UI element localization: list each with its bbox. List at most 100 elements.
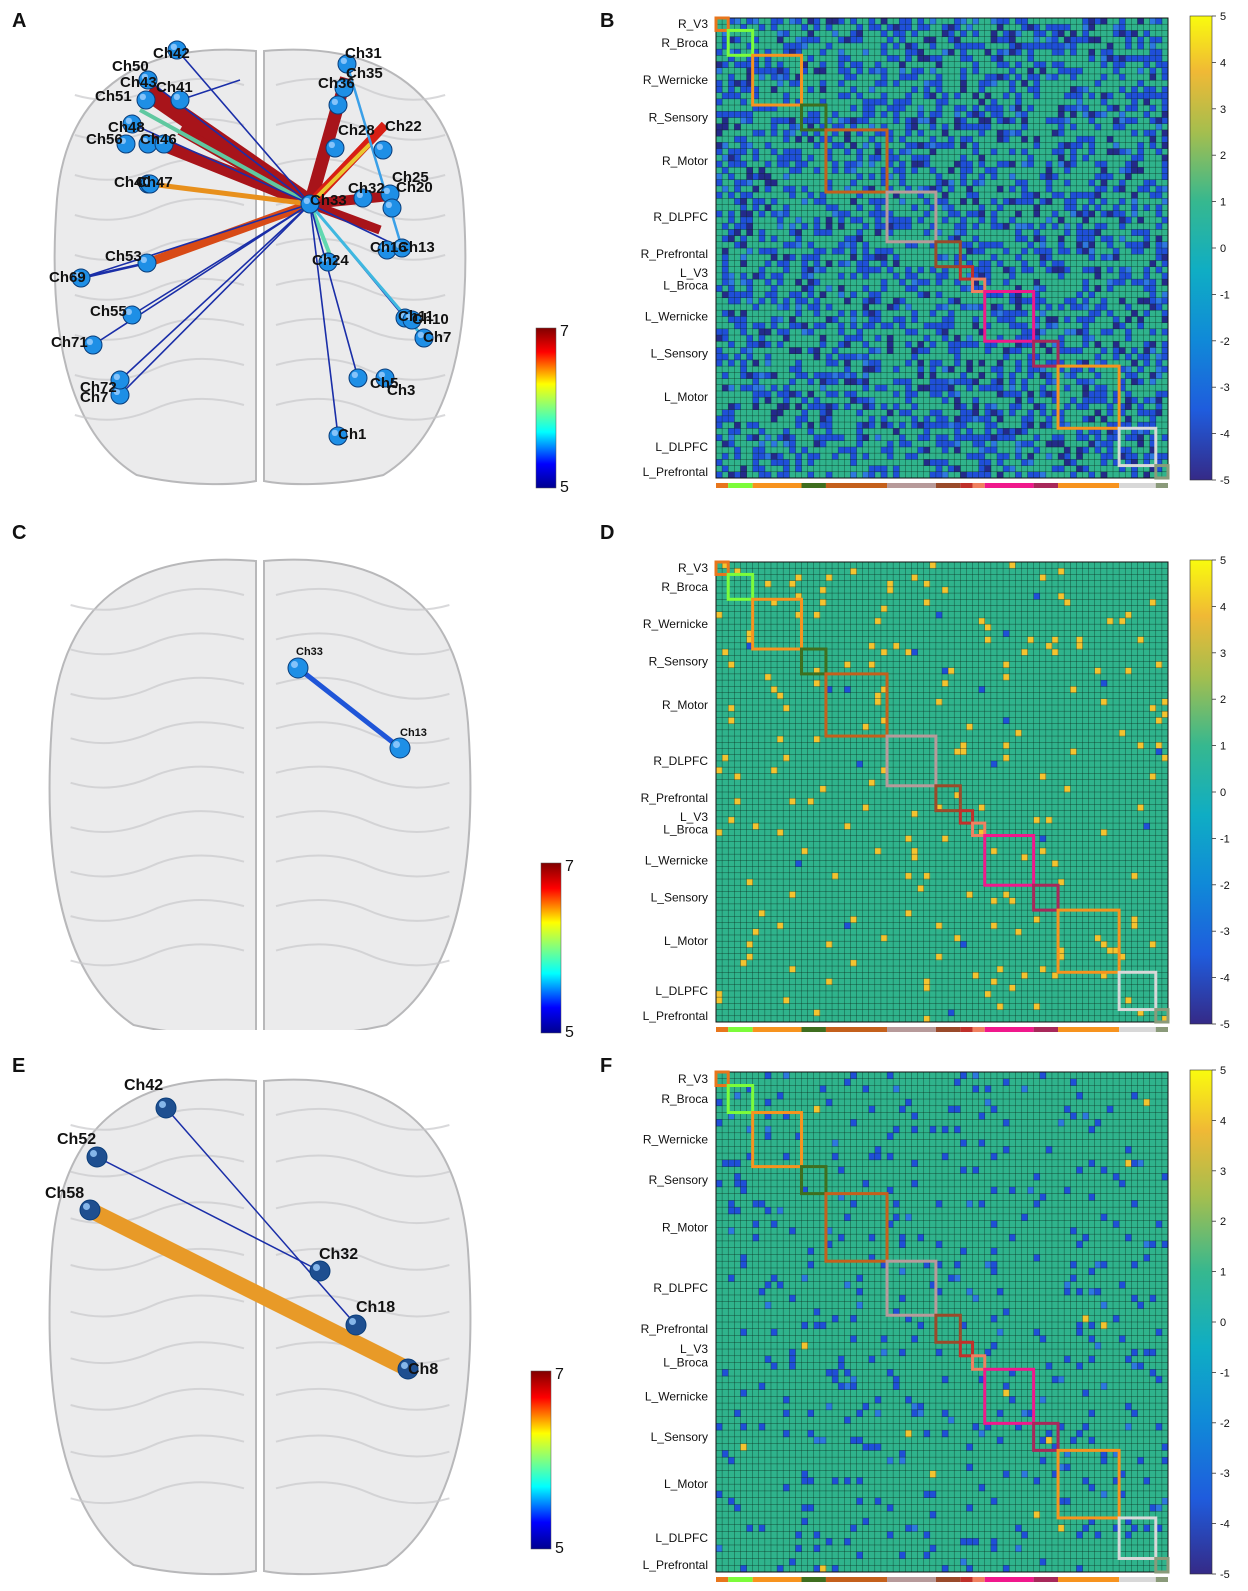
matrix-colorbar-tick: -2 <box>1220 336 1230 348</box>
node-ch35 <box>334 78 354 98</box>
node-label-ch48: Ch48 <box>108 119 145 136</box>
region-box-r_wernicke <box>751 597 804 651</box>
region-box-r_prefrontal <box>934 1313 962 1344</box>
region-strip-r_wernicke <box>752 1027 802 1032</box>
region-label-l_v3: L_V3 <box>680 266 708 280</box>
region-box-r_broca <box>726 1084 755 1115</box>
node-label-ch53: Ch53 <box>105 248 142 265</box>
region-box-l_prefrontal <box>1154 464 1170 480</box>
matrix-colorbar <box>1189 559 1213 1025</box>
node-label-ch18: Ch18 <box>356 1299 395 1316</box>
brain-edge-weak <box>309 203 339 437</box>
region-strip-l_broca <box>972 1577 985 1582</box>
matrix-colorbar-tick: -5 <box>1220 1569 1230 1581</box>
brain-edge-weak <box>165 1107 357 1326</box>
region-label-r_wernicke: R_Wernicke <box>643 73 708 87</box>
region-box-r_dlpfc <box>885 1259 938 1317</box>
region-label-r_broca: R_Broca <box>661 36 708 50</box>
matrix-colorbar-tick: -4 <box>1220 429 1230 441</box>
region-strip-l_motor <box>1058 483 1120 488</box>
region-label-l_broca: L_Broca <box>663 1356 708 1370</box>
region-strip-r_wernicke <box>752 1577 802 1582</box>
region-box-l_broca <box>971 1354 987 1371</box>
brain-outline <box>48 558 472 1030</box>
region-strip-l_prefrontal <box>1155 483 1168 488</box>
node-label-ch13: Ch13 <box>400 727 427 739</box>
region-strip-l_broca <box>972 1027 985 1032</box>
panel-label-a: A <box>12 10 27 32</box>
region-label-r_v3: R_V3 <box>678 17 708 31</box>
node-label-ch42: Ch42 <box>153 45 190 62</box>
region-box-l_prefrontal <box>1154 1008 1170 1024</box>
region-label-r_sensory: R_Sensory <box>649 110 708 124</box>
brain-edge-strong <box>309 191 391 209</box>
region-box-l_v3 <box>958 809 975 825</box>
region-strip-r_prefrontal <box>935 1577 961 1582</box>
region-box-l_wernicke <box>983 290 1036 343</box>
region-strip-r_prefrontal <box>935 1027 961 1032</box>
panel-label-c: C <box>12 522 27 544</box>
matrix-colorbar-tick: 4 <box>1220 57 1226 69</box>
matrix-colorbar-tick: 5 <box>1220 11 1226 23</box>
region-box-r_broca <box>726 28 755 57</box>
node-ch18 <box>345 1314 367 1336</box>
region-strip-r_motor <box>825 483 888 488</box>
region-box-r_motor <box>824 672 889 738</box>
matrix-colorbar-tick: 1 <box>1220 197 1226 209</box>
node-label-ch71: Ch71 <box>51 334 88 351</box>
region-label-r_motor: R_Motor <box>662 1220 708 1234</box>
node-label-ch32: Ch32 <box>319 1246 358 1263</box>
region-label-r_dlpfc: R_DLPFC <box>653 210 708 224</box>
region-label-l_sensory: L_Sensory <box>651 347 708 361</box>
colorbar-min-label: 5 <box>565 1024 574 1041</box>
brain-edge-weak <box>176 49 311 205</box>
region-strip-l_dlpfc <box>1119 483 1156 488</box>
panel-label-f: F <box>600 1055 613 1077</box>
region-box-r_v3 <box>714 16 730 32</box>
region-label-r_sensory: R_Sensory <box>649 1173 708 1187</box>
region-box-r_prefrontal <box>934 240 962 269</box>
region-label-l_prefrontal: L_Prefrontal <box>643 465 708 479</box>
region-strip-r_v3 <box>716 483 729 488</box>
region-box-l_sensory <box>1032 339 1060 368</box>
node-label-ch7: Ch7 <box>423 329 451 346</box>
node-label-ch20: Ch20 <box>396 179 433 196</box>
region-box-l_prefrontal <box>1154 1556 1170 1574</box>
region-label-l_broca: L_Broca <box>663 822 708 836</box>
node-ch22 <box>373 140 393 160</box>
brain-edge-weak <box>119 203 311 381</box>
region-strip-r_broca <box>728 1027 753 1032</box>
region-label-l_motor: L_Motor <box>664 934 708 948</box>
node-ch72 <box>110 385 130 405</box>
brain-colorbar-e: 75 <box>530 1366 564 1557</box>
node-ch5 <box>348 368 368 388</box>
node-label-ch32: Ch32 <box>348 180 385 197</box>
region-strip-r_dlpfc <box>887 1577 936 1582</box>
node-label-ch33: Ch33 <box>310 192 347 209</box>
node-ch51 <box>122 114 142 134</box>
node-ch42 <box>167 40 187 60</box>
connectivity-matrix-d: R_V3R_BrocaR_WernickeR_SensoryR_MotorR_D… <box>641 555 1230 1032</box>
region-box-r_sensory <box>800 647 828 676</box>
matrix-colorbar-tick: 3 <box>1220 1166 1226 1178</box>
region-label-l_sensory: L_Sensory <box>651 891 708 905</box>
matrix-colorbar-tick: -2 <box>1220 880 1230 892</box>
node-ch31 <box>337 54 357 74</box>
region-label-r_dlpfc: R_DLPFC <box>653 754 708 768</box>
node-ch43 <box>136 90 156 110</box>
region-label-l_motor: L_Motor <box>664 1477 708 1491</box>
region-strip-l_v3 <box>960 1577 973 1582</box>
region-strip-l_v3 <box>960 1027 973 1032</box>
matrix-colorbar-tick: -1 <box>1220 289 1230 301</box>
node-ch58 <box>79 1199 101 1221</box>
matrix-colorbar-tick: -4 <box>1220 1519 1230 1531</box>
colorbar-max-label: 7 <box>555 1366 564 1383</box>
region-box-r_wernicke <box>751 1111 804 1169</box>
matrix-colorbar-tick: 2 <box>1220 1216 1226 1228</box>
node-label-ch13: Ch13 <box>398 239 435 256</box>
node-ch8 <box>397 1358 419 1380</box>
region-label-r_broca: R_Broca <box>661 580 708 594</box>
colorbar-gradient <box>540 862 562 1034</box>
